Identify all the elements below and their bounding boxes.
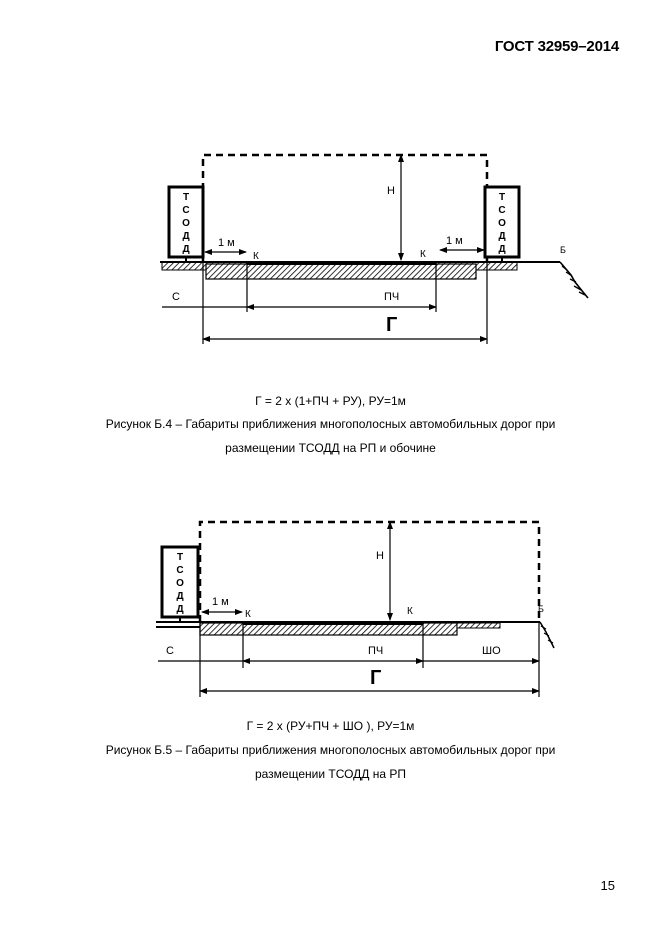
sign-letter: Т bbox=[183, 192, 189, 203]
sign-letter: Т bbox=[177, 552, 183, 563]
sign-letter: О bbox=[182, 218, 190, 229]
sign-letter: С bbox=[176, 565, 183, 576]
figure-b5-formula: Г = 2 х (РУ+ПЧ + ШО ), РУ=1м bbox=[246, 719, 415, 733]
sign-letter: С bbox=[182, 205, 189, 216]
label-g: Г bbox=[370, 667, 381, 689]
label-c: С bbox=[172, 291, 180, 303]
figure-b5-caption-line1: Рисунок Б.5 – Габариты приближения много… bbox=[105, 743, 556, 757]
sign-letter: Д bbox=[176, 604, 183, 615]
label-k-left: К bbox=[253, 251, 259, 262]
sign-letter: Т bbox=[499, 192, 505, 203]
label-c: С bbox=[166, 645, 174, 657]
sign-letter: С bbox=[498, 205, 505, 216]
figure-b4-caption-line1: Рисунок Б.4 – Габариты приближения много… bbox=[105, 417, 556, 431]
document-code: ГОСТ 32959–2014 bbox=[494, 38, 619, 55]
sign-letter: Д bbox=[176, 591, 183, 602]
sign-letter: Д bbox=[182, 231, 189, 242]
figure-b4-caption-line2: размещении ТСОДД на РП и обочине bbox=[225, 441, 436, 455]
shoulder-hatched bbox=[456, 622, 501, 629]
label-b: Б bbox=[538, 604, 544, 614]
clearance-envelope bbox=[201, 153, 489, 262]
label-pch: ПЧ bbox=[368, 645, 383, 657]
tsodd-sign-right bbox=[483, 185, 521, 259]
figure-b4-formula: Г = 2 х (1+ПЧ + РУ), РУ=1м bbox=[255, 394, 406, 408]
figure-b4-diagram: Т С О Д Д Т С О Д Д Н 1 м К 1 м К Б С ПЧ… bbox=[160, 153, 589, 344]
sign-letter: Д bbox=[182, 244, 189, 255]
page-number: 15 bbox=[600, 878, 615, 893]
clearance-envelope bbox=[198, 520, 541, 622]
figure-b5-caption-line2: размещении ТСОДД на РП bbox=[254, 767, 407, 781]
figure-b5-diagram: Т С О Д Д Н 1 м К К Б С ПЧ ШО Г bbox=[156, 520, 555, 697]
label-b: Б bbox=[560, 245, 566, 255]
label-1m: 1 м bbox=[212, 596, 229, 608]
label-h: Н bbox=[387, 185, 395, 197]
sign-letter: Д bbox=[498, 244, 505, 255]
label-1m-right: 1 м bbox=[446, 235, 463, 247]
label-sho: ШО bbox=[482, 645, 501, 657]
label-k-right: К bbox=[420, 249, 426, 260]
label-g: Г bbox=[386, 314, 397, 336]
label-pch: ПЧ bbox=[384, 291, 399, 303]
sign-letter: О bbox=[498, 218, 506, 229]
label-h: Н bbox=[376, 550, 384, 562]
sign-letter: О bbox=[176, 578, 184, 589]
sign-letter: Д bbox=[498, 231, 505, 242]
label-k-left: К bbox=[245, 609, 251, 620]
label-k-right: К bbox=[407, 606, 413, 617]
label-1m-left: 1 м bbox=[218, 237, 235, 249]
